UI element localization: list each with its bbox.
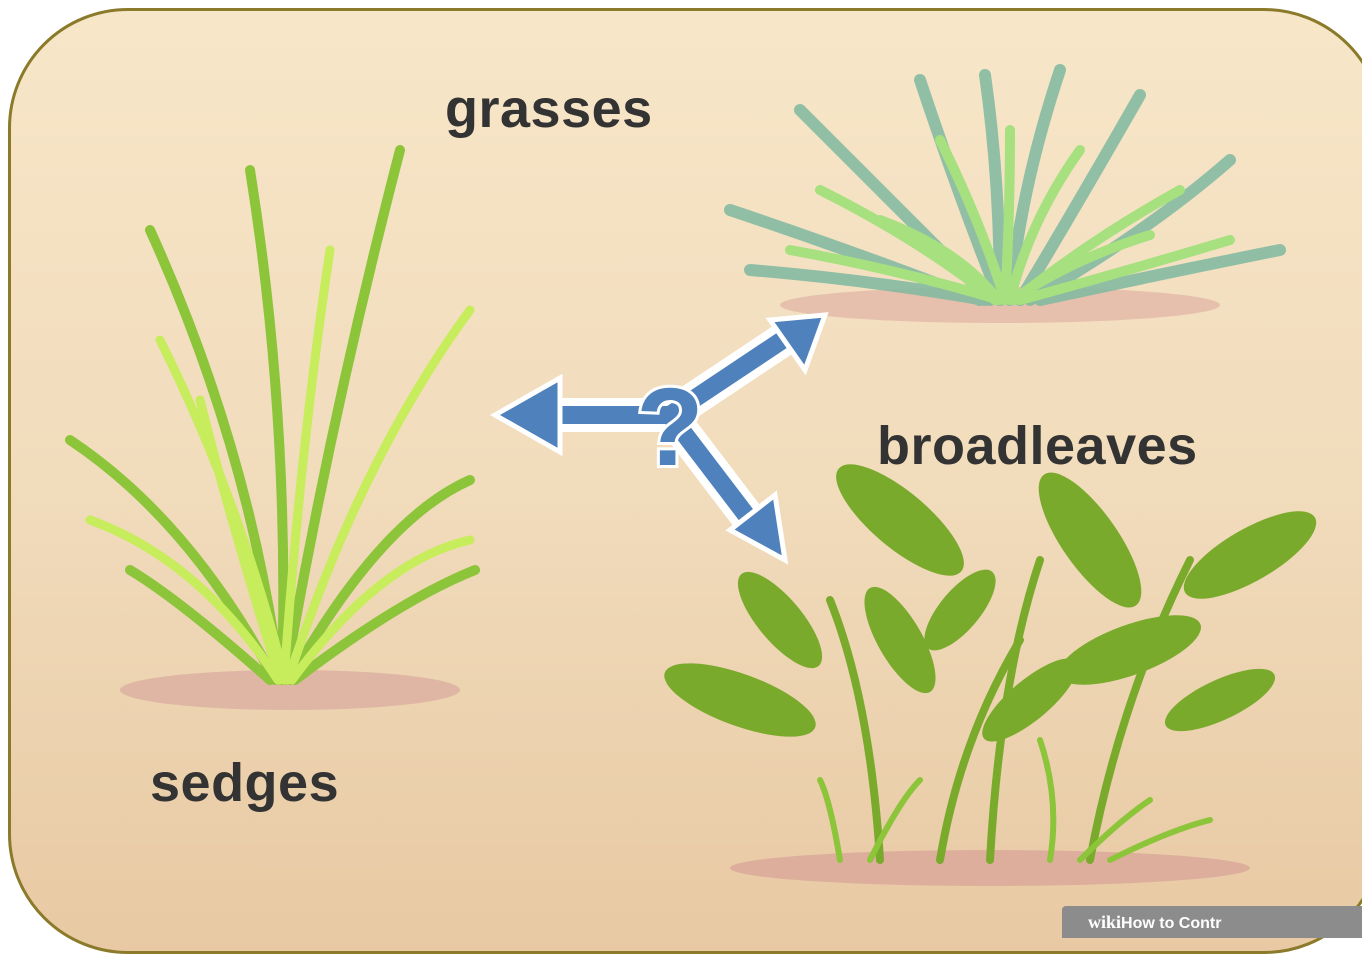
svg-text:?: ?: [636, 366, 703, 489]
label-sedges: sedges: [150, 752, 339, 814]
arrows-group: ?: [495, 315, 825, 560]
watermark-wiki: wiki: [1088, 912, 1121, 932]
question-mark-icon: ?: [636, 366, 703, 489]
watermark-text: How to Contr: [1121, 915, 1221, 932]
label-broadleaves: broadleaves: [877, 415, 1198, 477]
watermark: wikiHow to Contr: [1062, 906, 1362, 938]
sedges-illustration: [70, 150, 475, 710]
grasses-illustration: [730, 70, 1280, 323]
label-grasses: grasses: [445, 78, 653, 140]
